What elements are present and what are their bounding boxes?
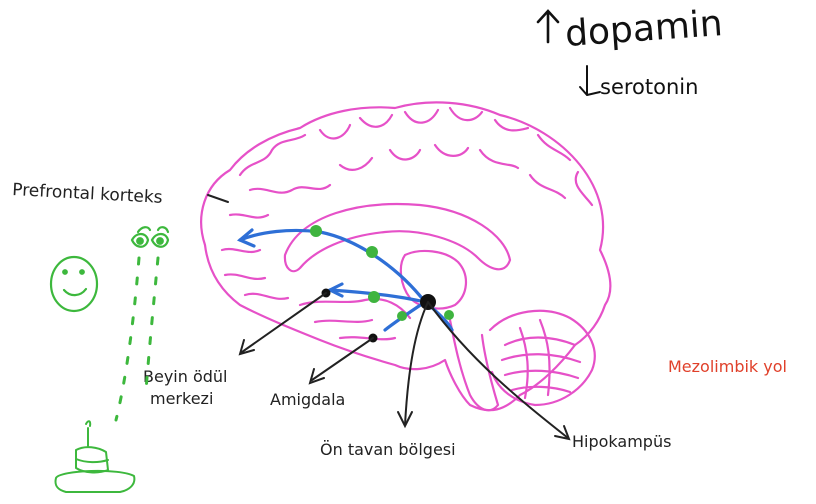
leader-prefrontal — [208, 195, 228, 202]
leader-amygdala — [312, 338, 373, 380]
arrow-up-icon — [538, 11, 558, 42]
amygdala-label: Amigdala — [270, 390, 345, 409]
leader-vta — [405, 302, 428, 425]
smiley-face-icon — [51, 257, 97, 311]
temporal-lobe — [300, 299, 410, 339]
watching-eyes-icon — [132, 227, 168, 247]
brain-outline — [201, 102, 610, 410]
serotonin-label: serotonin — [600, 75, 698, 99]
reward-label-line1: Beyin ödül — [143, 367, 228, 386]
prefrontal-label: Prefrontal korteks — [12, 180, 163, 208]
brain-gyri-inner — [222, 145, 565, 299]
vta-label: Ön tavan bölgesi — [320, 440, 456, 459]
leader-reward — [242, 293, 326, 352]
corpus-callosum — [285, 204, 510, 271]
node-reward — [368, 291, 380, 303]
hippocampus-label: Hipokampüs — [572, 432, 671, 451]
cerebellum-folds — [502, 320, 580, 398]
node-hippocampus — [444, 310, 454, 320]
cake-icon — [55, 421, 134, 492]
mesolimbic-pathway — [240, 230, 452, 330]
arrow-down-icon — [580, 66, 600, 95]
reward-label-line2: merkezi — [150, 389, 213, 408]
pathway-name-label: Mezolimbik yol — [668, 357, 787, 376]
dopamine-label: dopamin — [564, 3, 724, 55]
node-prefrontal-1 — [310, 225, 322, 237]
node-amygdala — [397, 311, 407, 321]
brainstem — [450, 320, 498, 410]
node-prefrontal-2 — [366, 246, 378, 258]
